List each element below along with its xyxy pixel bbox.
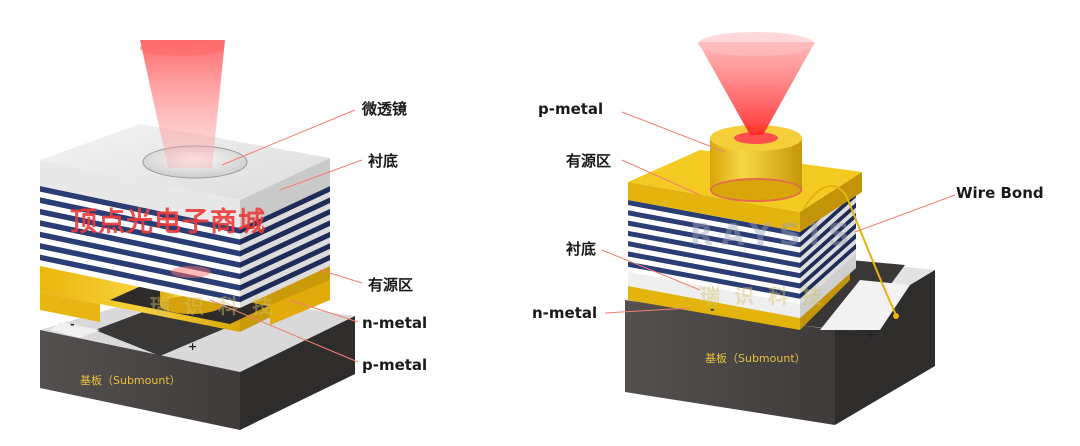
right-minus-sign: - [710,303,715,316]
label-right-p-metal: p-metal [538,100,604,118]
dbr-layer [628,230,800,268]
dbr-layer [40,208,240,257]
label-microlens: 微透镜 [362,100,408,118]
dbr-layer [628,215,800,253]
dbr-layer-side [800,218,856,274]
dbr-layer-side [240,260,330,308]
left-vcsel-diagram [40,40,363,430]
dbr-layer [628,225,800,263]
dbr-layer [628,236,800,274]
dbr-layer-side [240,237,330,286]
right-leader-substrate [601,249,701,291]
dbr-layer [628,210,800,248]
dbr-layer-side [800,212,856,268]
dbr-layer [628,205,800,243]
dbr-layer [40,248,240,297]
dbr-layer-side [240,203,330,251]
right-substrate-block [628,270,800,318]
dbr-layer [40,191,240,240]
dbr-layer [628,261,800,299]
watermark-main: 顶点光电子商城 [70,207,266,238]
right-leader-pmetal [621,111,726,153]
dbr-layer-side [240,226,330,274]
dbr-layer-side [800,243,856,299]
dbr-layer [40,254,240,303]
wire-bond-wire [802,185,897,316]
right-submount [625,248,935,425]
left-leader-nmetal [289,299,359,323]
right-leader-wirebond [854,194,956,233]
right-plus-sign: + [866,328,876,341]
watermark-faint-cn-left: 瑞识科技 [150,294,286,318]
dbr-layer-side [800,228,856,284]
dbr-layer-side [240,208,330,257]
label-wire-bond: Wire Bond [956,184,1044,202]
dbr-layer-side [800,192,856,248]
left-leader-active [319,269,363,284]
dbr-layer-side [240,254,330,303]
dbr-layer-side [800,202,856,258]
watermark-faint-en: RAYSIS [690,218,858,253]
label-right-active-region: 有源区 [566,152,612,170]
dbr-layer-side [240,243,330,291]
left-minus-sign: - [70,318,75,331]
label-substrate: 衬底 [368,152,399,170]
right-p-metal-ring [710,125,802,202]
label-right-n-metal: n-metal [532,304,598,322]
right-leader-nmetal [604,307,691,314]
dbr-layer [628,266,800,304]
dbr-layer [40,260,240,308]
watermark-faint-cn-right: 瑞识科技 [700,284,836,308]
dbr-layer [628,251,800,289]
dbr-layer-side [240,248,330,297]
dbr-layer [40,220,240,268]
left-submount-label: 基板（Submount） [80,374,181,387]
dbr-layer [40,226,240,274]
dbr-layer [628,200,800,238]
dbr-layer [628,256,800,294]
dbr-layer [40,243,240,291]
dbr-layer-side [800,248,856,304]
left-leader-microlens [221,109,356,166]
dbr-layer-side [800,233,856,289]
dbr-layer-side [240,197,330,246]
dbr-layer-side [240,220,330,268]
dbr-layer-side [240,214,330,263]
dbr-layer-side [240,231,330,280]
right-n-metal-layer [628,286,800,330]
label-right-substrate: 衬底 [566,240,597,258]
left-leader-pmetal [209,299,359,363]
left-laser-beam [140,40,225,168]
right-leader-active [621,159,701,196]
left-leader-substrate [279,159,363,191]
dbr-layer [628,220,800,258]
dbr-layer [628,246,800,284]
left-dbr-stack [40,186,330,308]
label-active-region: 有源区 [368,276,414,294]
dbr-layer [40,186,240,234]
dbr-layer [40,197,240,246]
right-submount-label: 基板（Submount） [705,352,806,365]
dbr-layer-side [240,186,330,234]
label-n-metal: n-metal [362,314,428,332]
dbr-layer-side [240,191,330,240]
dbr-layer [40,214,240,263]
dbr-layer [628,241,800,279]
dbr-layer-side [800,207,856,263]
right-vcsel-diagram [601,32,956,425]
label-p-metal: p-metal [362,356,428,374]
dbr-layer-side [800,197,856,253]
left-plus-sign: + [188,340,198,353]
dbr-layer-side [800,223,856,279]
dbr-layer-side [800,238,856,294]
right-laser-beam [698,42,815,135]
dbr-layer [40,203,240,251]
